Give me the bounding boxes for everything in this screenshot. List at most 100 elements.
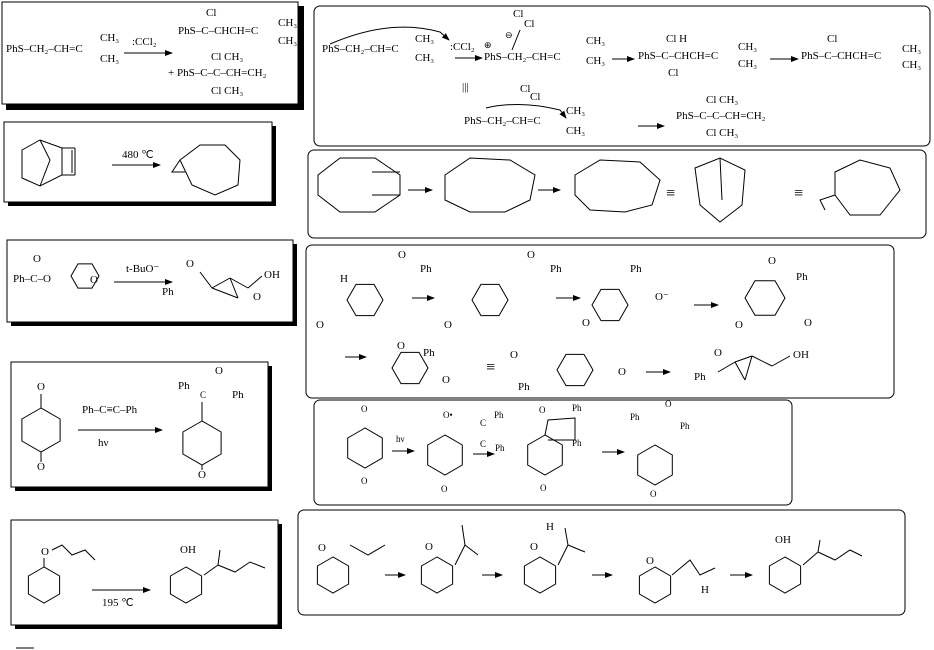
cyclohexane-ring	[744, 280, 786, 316]
side-chain	[454, 524, 479, 566]
phenyl-label: Ph	[572, 438, 582, 448]
cyclohexane-ring	[70, 263, 100, 289]
carbon-label: C	[480, 439, 486, 449]
carbonyl-oxygen: O	[253, 291, 261, 303]
oxygen-label: O	[215, 365, 223, 377]
oxide-label: O	[397, 340, 405, 352]
mechanism-1-box: PhS–CH₂–CH=C CH₃ CH₃ :CCl₂ Cl Cl ⊖ ⊕ PhS…	[313, 5, 931, 147]
ylide-2-formula: PhS–CH₂–CH=C	[464, 115, 541, 127]
side-chain	[557, 527, 586, 566]
oxide-label: O⁻	[655, 291, 669, 303]
methyl-label: CH₃	[100, 32, 119, 44]
cyclohexane-ring	[591, 288, 629, 322]
oxygen-label: O	[582, 317, 590, 329]
intermediate-top: Cl H	[666, 33, 687, 45]
mechanism-3-box: H Ph O O Ph O O Ph O⁻ O Ph O O O O Ph O …	[305, 244, 895, 399]
oxygen-label: O	[665, 399, 672, 409]
hydroxyl-label: OH	[775, 534, 791, 546]
condition-label: 195 ℃	[102, 597, 134, 609]
bond	[211, 277, 231, 289]
oxygen-label: O	[37, 381, 45, 393]
bond	[229, 277, 249, 289]
plus-charge: ⊕	[484, 40, 492, 50]
oxygen-label: O	[316, 319, 324, 331]
methyl-label: CH₃	[902, 59, 921, 71]
reaction-4-box: O O Ph–C≡C–Ph hν Ph C O Ph O	[10, 361, 272, 491]
condition-label: 480 ℃	[122, 149, 154, 161]
carbonyl-oxygen: O	[186, 258, 194, 270]
carbon-label: C	[200, 390, 206, 400]
methyl-label: CH₃	[902, 43, 921, 55]
mechanism-5-box: O O H O O H OH	[297, 509, 906, 616]
methyl-label: CH₃	[278, 35, 297, 47]
bond	[734, 355, 753, 363]
hydrogen-label: H	[546, 521, 554, 533]
phenyl-label: Ph	[630, 412, 640, 422]
phenyl-label: Ph	[680, 421, 690, 431]
reagent-label: :CCl₂	[132, 36, 157, 48]
oxygen-label: O	[318, 542, 326, 554]
reagent-label: t-BuO⁻	[126, 263, 160, 275]
phenyl-label: Ph	[232, 389, 244, 401]
tricyclic-intermediate	[574, 159, 661, 213]
pentenyl-chain	[51, 544, 96, 561]
reaction-1-box: PhS–CH₂–CH=C CH₃ CH₃ :CCl₂ Cl PhS–C–CHCH…	[1, 1, 304, 110]
ether-oxygen: O	[41, 546, 49, 558]
hydrogen-label: H	[340, 273, 348, 285]
product-2-bottom: Cl CH₃	[211, 85, 243, 97]
condition-label: hν	[396, 434, 405, 444]
intermediate-formula: PhS–C–CHCH=C	[638, 50, 718, 62]
product-2-top: Cl CH₃	[706, 94, 738, 106]
bond	[247, 275, 263, 289]
oxygen-label: O	[714, 347, 722, 359]
reaction-3-box: O Ph–C–O O t-BuO⁻ O Ph OH O	[6, 239, 297, 326]
bicyclic-final-product	[834, 159, 901, 216]
methyl-label: CH₃	[100, 53, 119, 65]
product-2-formula: + PhS–C–C–CH=CH₂	[168, 67, 267, 79]
bond	[211, 287, 239, 299]
bond	[751, 355, 773, 367]
hydrogen-label: H	[701, 584, 709, 596]
reaction-5-box: O 195 ℃ OH	[10, 519, 282, 629]
carbon-label: C	[480, 418, 486, 428]
hexagon-ring	[420, 556, 454, 594]
methyl-label: CH₃	[415, 52, 434, 64]
cyclohexane-ring	[346, 283, 384, 317]
chlorine-label: Cl	[206, 7, 216, 19]
reactant-formula: PhS–CH₂–CH=C	[6, 43, 83, 55]
mechanism-2-box: ≡ ≡	[307, 149, 927, 239]
allyl-bond	[349, 544, 386, 556]
bond	[229, 277, 239, 299]
oxygen-label: O	[618, 366, 626, 378]
oxygen-radical-label: O•	[443, 410, 453, 420]
hydroxyl-label: OH	[264, 269, 280, 281]
phenyl-label: Ph	[495, 443, 505, 453]
phenyl-label: Ph	[550, 263, 562, 275]
oxygen-label: O	[527, 249, 535, 261]
bridge-bond	[39, 139, 51, 187]
condition-label: hν	[98, 437, 109, 449]
chlorine-label: Cl	[827, 33, 837, 45]
hexagon-ring	[637, 444, 673, 486]
cyclohexane-ring	[556, 353, 594, 387]
product-2-top: Cl CH₃	[211, 51, 243, 63]
product-1-formula: PhS–C–CHCH=C	[801, 50, 881, 62]
equivalence-symbol: ≡	[486, 359, 495, 376]
methyl-label: CH₃	[586, 55, 605, 67]
oxygen-label: O	[646, 555, 654, 567]
hydroxyl-label: OH	[180, 544, 196, 556]
oxygen-label: O	[361, 404, 368, 414]
ring-structures	[21, 139, 901, 604]
oxide-label: O	[735, 319, 743, 331]
oxide-label: O	[510, 349, 518, 361]
oxygen-label: O	[361, 476, 368, 486]
reaction-2-box: 480 ℃	[3, 121, 276, 206]
reactant-formula: PhS–CH₂–CH=C	[322, 43, 399, 55]
side-chain	[671, 559, 716, 576]
oxygen-label: O	[650, 489, 657, 499]
cyclobutene-bond	[819, 194, 836, 211]
oxygen-label: O	[768, 255, 776, 267]
bond	[199, 271, 213, 289]
bond	[771, 355, 791, 367]
